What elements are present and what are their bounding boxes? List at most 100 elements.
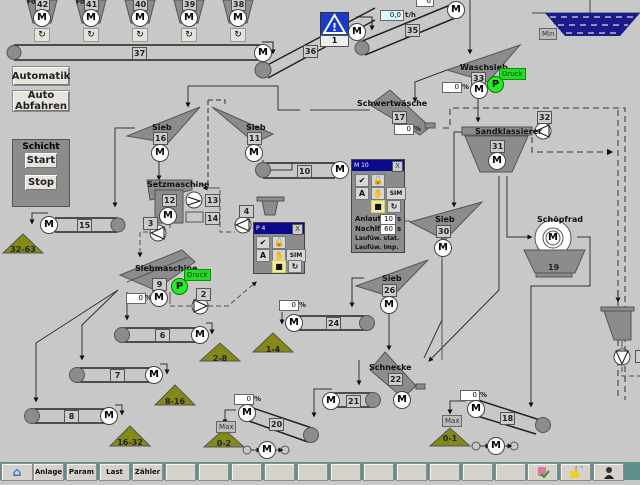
conveyor-10-motor-icon[interactable]: M bbox=[331, 161, 349, 179]
schwertwaesche-id[interactable]: 17 bbox=[392, 111, 408, 124]
pump-14-id[interactable]: 14 bbox=[205, 212, 221, 225]
laufw-imp-label[interactable]: Laufüw. Imp. bbox=[355, 244, 399, 251]
conveyor-15-id[interactable]: 15 bbox=[77, 219, 93, 232]
conveyor-24-percent[interactable]: 0 bbox=[279, 300, 299, 311]
check-icon[interactable]: ✔ bbox=[355, 174, 369, 187]
silo-motor-icon[interactable]: M bbox=[82, 9, 100, 27]
sieb30-id[interactable]: 30 bbox=[436, 225, 452, 238]
taskbar-empty-slot[interactable] bbox=[462, 463, 493, 481]
home-button[interactable]: ⌂ bbox=[1, 463, 33, 481]
conveyor-6-id[interactable]: 6 bbox=[155, 329, 170, 342]
conveyor-24-id[interactable]: 24 bbox=[326, 317, 342, 330]
rotate-icon[interactable]: ↻ bbox=[387, 200, 401, 213]
sieb11-motor-icon[interactable]: M bbox=[245, 144, 263, 162]
auto-mode-button[interactable]: A bbox=[355, 187, 369, 200]
conveyor-18-motor-icon[interactable]: M bbox=[467, 400, 485, 418]
taskbar-empty-slot[interactable] bbox=[363, 463, 394, 481]
schicht-stop-button[interactable]: Stop bbox=[24, 174, 58, 191]
taskbar-empty-slot[interactable] bbox=[330, 463, 361, 481]
close-button[interactable]: X bbox=[392, 161, 403, 172]
nachlauf-input[interactable]: 60 bbox=[380, 224, 396, 235]
siebmaschine-motor-icon[interactable]: M bbox=[150, 289, 168, 307]
lock-icon[interactable]: 🔓 bbox=[371, 174, 385, 187]
pump-13-id[interactable]: 13 bbox=[205, 194, 221, 207]
schoepfrad-id[interactable]: 19 bbox=[548, 263, 560, 272]
conveyor-6-motor-icon[interactable]: M bbox=[191, 326, 209, 344]
sim-button[interactable]: SIM bbox=[386, 187, 406, 200]
transfer-motor-icon[interactable]: M bbox=[487, 437, 505, 455]
warning-sign[interactable]: ! bbox=[320, 12, 349, 36]
laufw-stat-label[interactable]: Laufüw. stat. bbox=[355, 235, 400, 242]
pump-4-id[interactable]: 4 bbox=[239, 205, 254, 218]
siebmaschine-percent[interactable]: 0 bbox=[126, 293, 146, 304]
waschsieb-motor-icon[interactable]: M bbox=[470, 81, 488, 99]
user-button[interactable] bbox=[593, 463, 624, 481]
conveyor-35-motor-icon[interactable]: M bbox=[348, 23, 366, 41]
silo-motor-icon[interactable]: M bbox=[131, 9, 149, 27]
automatik-button[interactable]: Automatik bbox=[12, 66, 70, 86]
taskbar-empty-slot[interactable] bbox=[198, 463, 229, 481]
conveyor-36-id[interactable]: 36 bbox=[303, 45, 319, 58]
conveyor-21-motor-icon[interactable]: M bbox=[322, 392, 340, 410]
siebmaschine-pump-icon[interactable]: P bbox=[171, 278, 188, 295]
rotate-icon[interactable]: ↻ bbox=[181, 28, 197, 42]
lock-icon[interactable]: 🔓 bbox=[272, 236, 286, 249]
conveyor-8-motor-icon[interactable]: M bbox=[100, 407, 118, 425]
sieb26-id[interactable]: 26 bbox=[382, 284, 398, 297]
transfer-motor-icon[interactable]: M bbox=[258, 441, 276, 459]
conveyor-37-id[interactable]: 37 bbox=[132, 47, 148, 60]
top-percent[interactable]: 0 bbox=[416, 0, 434, 7]
conveyor-21-id[interactable]: 21 bbox=[346, 395, 362, 408]
rotate-icon[interactable]: ↻ bbox=[34, 28, 50, 42]
taskbar-empty-slot[interactable] bbox=[495, 463, 526, 481]
auto-abfahren-button[interactable]: Auto Abfahren bbox=[12, 90, 70, 112]
conveyor-top-motor-icon[interactable]: M bbox=[447, 1, 465, 19]
sieb16-motor-icon[interactable]: M bbox=[151, 144, 169, 162]
close-button[interactable]: X bbox=[292, 224, 303, 235]
stop-icon[interactable]: ■ bbox=[371, 200, 385, 213]
rotate-icon[interactable]: ↻ bbox=[230, 28, 246, 42]
conveyor-10-id[interactable]: 10 bbox=[297, 165, 313, 178]
sieb30-motor-icon[interactable]: M bbox=[434, 239, 452, 257]
taskbar-empty-slot[interactable] bbox=[264, 463, 295, 481]
stop-icon[interactable]: ■ bbox=[272, 260, 286, 273]
schnecke-motor-icon[interactable]: M bbox=[393, 391, 411, 409]
tab-zaehler[interactable]: Zähler bbox=[132, 463, 163, 481]
login-lock-button[interactable] bbox=[560, 463, 591, 481]
conveyor-18-percent[interactable]: 0 bbox=[460, 390, 480, 401]
sieb26-motor-icon[interactable]: M bbox=[380, 296, 398, 314]
pump-2-id[interactable]: 2 bbox=[196, 288, 211, 301]
tab-anlage[interactable]: Anlage bbox=[33, 463, 64, 481]
taskbar-empty-slot[interactable] bbox=[297, 463, 328, 481]
conveyor-20-id[interactable]: 20 bbox=[269, 418, 285, 431]
conveyor-8-id[interactable]: 8 bbox=[64, 410, 79, 423]
rotate-icon[interactable]: ↻ bbox=[83, 28, 99, 42]
conveyor-7-motor-icon[interactable]: M bbox=[145, 366, 163, 384]
waschsieb-pump-icon[interactable]: P bbox=[487, 76, 504, 93]
silo-motor-icon[interactable]: M bbox=[180, 9, 198, 27]
sandklassierer-motor-icon[interactable]: M bbox=[488, 152, 506, 170]
conveyor-24-motor-icon[interactable]: M bbox=[285, 314, 303, 332]
setzmaschine-motor-icon[interactable]: M bbox=[159, 207, 177, 225]
setzmaschine-id[interactable]: 12 bbox=[162, 194, 178, 207]
pump-3-id[interactable]: 3 bbox=[143, 217, 158, 230]
conveyor-18-id[interactable]: 18 bbox=[500, 412, 516, 425]
pump-5-id[interactable]: 5 bbox=[635, 350, 640, 363]
pump-32-id[interactable]: 32 bbox=[537, 111, 553, 124]
schicht-start-button[interactable]: Start bbox=[24, 152, 58, 169]
tab-param[interactable]: Param bbox=[66, 463, 97, 481]
rotate-icon[interactable]: ↻ bbox=[288, 260, 302, 273]
tab-last[interactable]: Last bbox=[99, 463, 130, 481]
silo-motor-icon[interactable]: M bbox=[229, 9, 247, 27]
check-icon[interactable]: ✔ bbox=[256, 236, 270, 249]
schoepfrad-motor-icon[interactable]: M bbox=[548, 232, 558, 243]
waschsieb-percent[interactable]: 0 bbox=[442, 82, 462, 93]
auto-mode-button[interactable]: A bbox=[256, 249, 270, 262]
taskbar-empty-slot[interactable] bbox=[396, 463, 427, 481]
silo-motor-icon[interactable]: M bbox=[33, 9, 51, 27]
conveyor-35-id[interactable]: 35 bbox=[405, 24, 421, 37]
taskbar-empty-slot[interactable] bbox=[231, 463, 262, 481]
conveyor-7-id[interactable]: 7 bbox=[110, 369, 125, 382]
